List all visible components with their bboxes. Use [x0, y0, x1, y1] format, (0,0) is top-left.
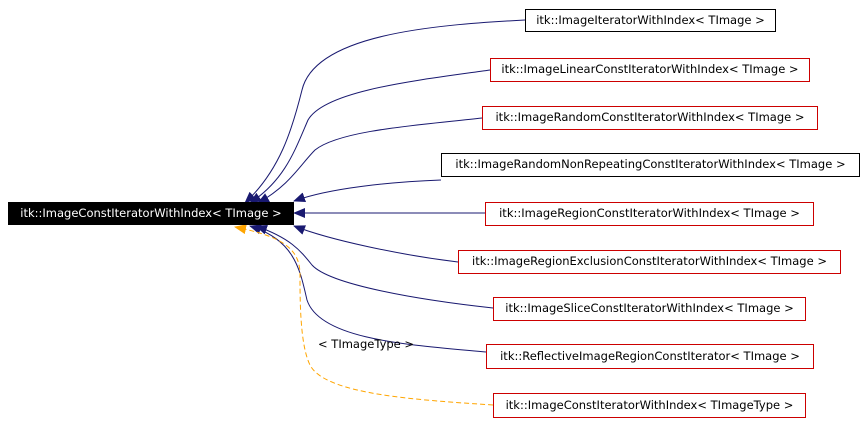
- edge-image-linear-const-iterator: [249, 69, 491, 204]
- edge-image-iterator-with-index: [244, 19, 526, 204]
- node-label: itk::ImageConstIteratorWithIndex< TImage…: [505, 397, 794, 412]
- node-label: itk::ImageRandomConstIteratorWithIndex< …: [495, 110, 805, 125]
- node-image-linear-const-iterator-with-index[interactable]: itk::ImageLinearConstIteratorWithIndex< …: [490, 58, 810, 82]
- edge-image-region-exclusion-iterator: [293, 225, 459, 263]
- node-label: itk::ImageRegionExclusionConstIteratorWi…: [472, 254, 827, 269]
- node-label: itk::ImageRandomNonRepeatingConstIterato…: [455, 157, 846, 172]
- node-image-iterator-with-index[interactable]: itk::ImageIteratorWithIndex< TImage >: [525, 9, 776, 32]
- node-image-slice-const-iterator-with-index[interactable]: itk::ImageSliceConstIteratorWithIndex< T…: [493, 297, 806, 321]
- node-image-random-const-iterator-with-index[interactable]: itk::ImageRandomConstIteratorWithIndex< …: [482, 106, 818, 130]
- template-edge-label: < TImageType >: [318, 337, 415, 351]
- node-label: itk::ImageConstIteratorWithIndex< TImage…: [20, 205, 282, 220]
- node-label: itk::ImageIteratorWithIndex< TImage >: [536, 12, 765, 27]
- node-image-region-exclusion-const-iterator-with-index[interactable]: itk::ImageRegionExclusionConstIteratorWi…: [458, 250, 841, 274]
- node-image-const-iterator-with-index-timagetype[interactable]: itk::ImageConstIteratorWithIndex< TImage…: [493, 393, 806, 418]
- edge-reflective-image-region-iterator: [249, 224, 487, 353]
- node-image-random-nonrepeating-const-iterator-with-index[interactable]: itk::ImageRandomNonRepeatingConstIterato…: [441, 153, 860, 177]
- edge-image-random-const-iterator: [257, 117, 483, 204]
- edge-template-instantiation: [234, 224, 494, 406]
- node-reflective-image-region-const-iterator[interactable]: itk::ReflectiveImageRegionConstIterator<…: [486, 344, 814, 369]
- node-label: itk::ImageSliceConstIteratorWithIndex< T…: [505, 301, 794, 316]
- edge-image-random-nonrepeating-iterator: [293, 179, 442, 202]
- node-image-const-iterator-with-index[interactable]: itk::ImageConstIteratorWithIndex< TImage…: [8, 202, 294, 225]
- node-image-region-const-iterator-with-index[interactable]: itk::ImageRegionConstIteratorWithIndex< …: [485, 202, 814, 226]
- node-label: itk::ImageLinearConstIteratorWithIndex< …: [501, 62, 799, 77]
- node-label: itk::ReflectiveImageRegionConstIterator<…: [500, 348, 800, 363]
- node-label: itk::ImageRegionConstIteratorWithIndex< …: [499, 206, 800, 221]
- edge-image-slice-const-iterator: [255, 224, 494, 309]
